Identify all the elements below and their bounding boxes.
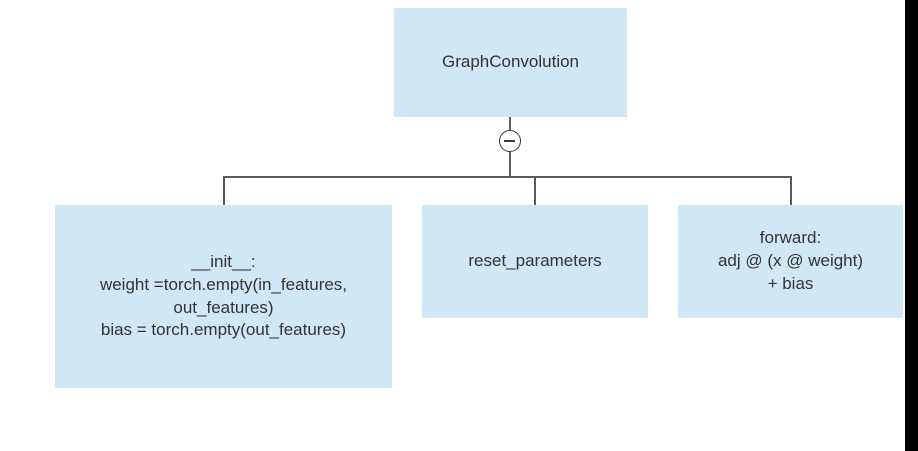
node-forward-label: forward: adj @ (x @ weight) + bias (717, 228, 864, 293)
node-init[interactable]: __init__: weight =torch.empty(in_feature… (55, 205, 392, 388)
connector-drop-reset-parameters (534, 176, 536, 205)
connector-horizontal-bus (223, 176, 792, 178)
minus-icon (504, 140, 515, 142)
connector-root-to-toggle (509, 117, 511, 130)
node-init-label: __init__: weight =torch.empty(in_feature… (99, 251, 348, 340)
node-graph-convolution-label: GraphConvolution (441, 52, 580, 72)
node-forward[interactable]: forward: adj @ (x @ weight) + bias (678, 205, 903, 318)
connector-toggle-to-bus (509, 152, 511, 177)
collapse-toggle-button[interactable] (499, 130, 521, 152)
node-reset-parameters-label: reset_parameters (468, 251, 602, 271)
connector-drop-init (223, 176, 225, 205)
right-edge-strip (905, 0, 918, 451)
node-reset-parameters[interactable]: reset_parameters (422, 205, 648, 318)
node-graph-convolution[interactable]: GraphConvolution (394, 8, 627, 117)
connector-drop-forward (790, 176, 792, 205)
